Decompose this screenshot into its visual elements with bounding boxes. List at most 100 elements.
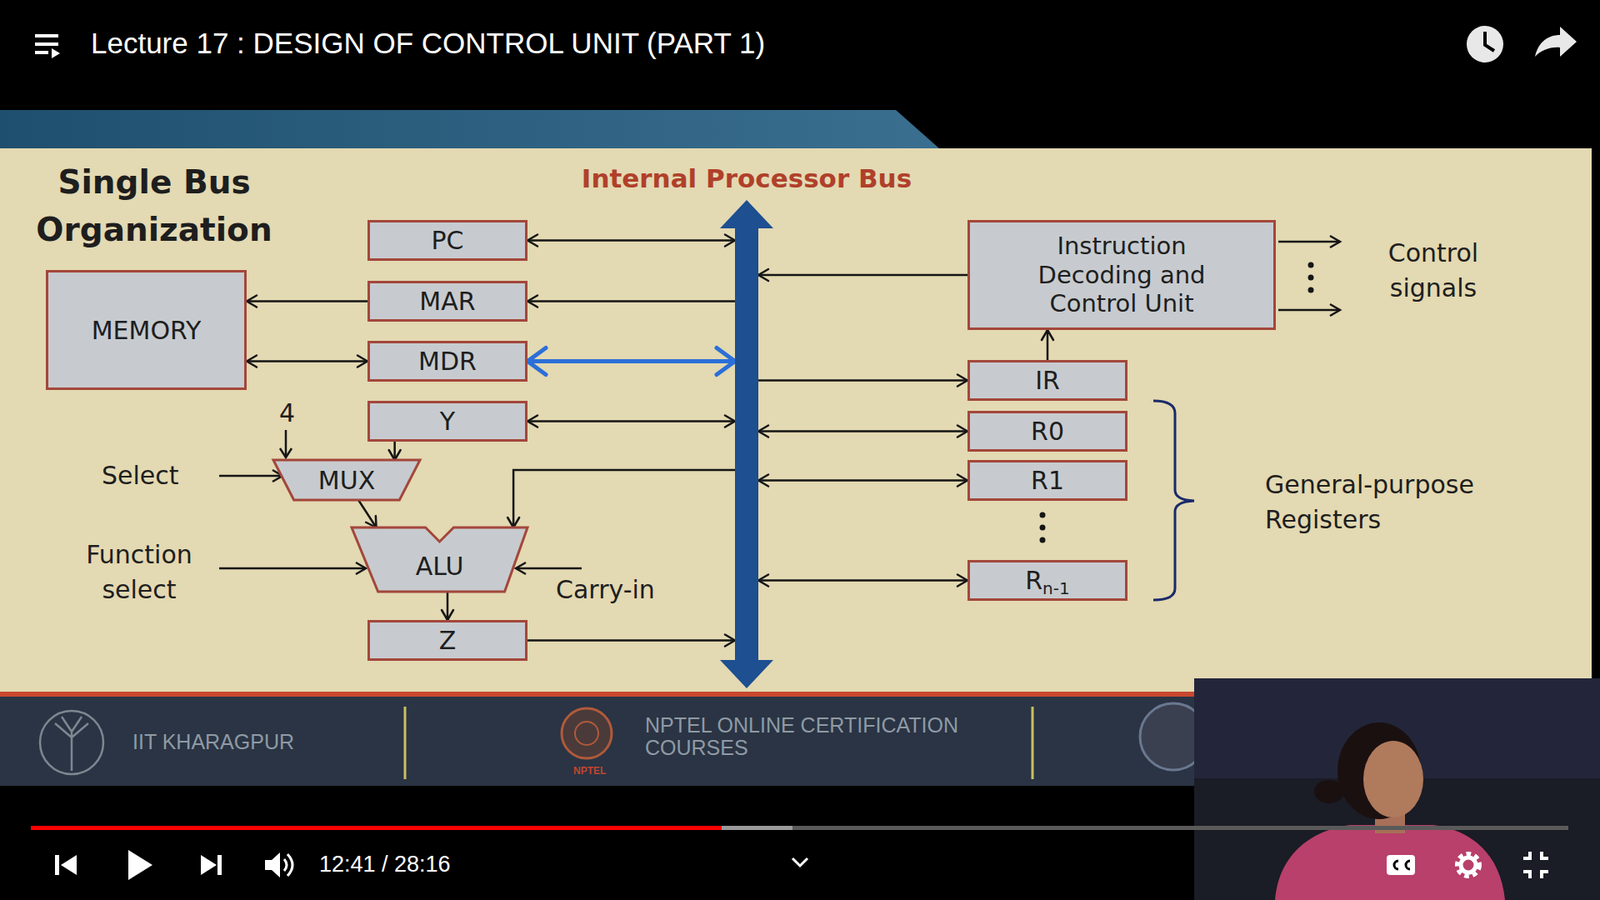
time-display: 12:41 / 28:16 (319, 851, 451, 878)
connector-line (513, 470, 735, 528)
connector (758, 425, 968, 438)
player-bar (0, 785, 1600, 900)
footer-separator (1031, 706, 1035, 780)
connector-line (1046, 330, 1050, 360)
register-subscript: n-1 (1042, 578, 1070, 599)
register-box: MDR (367, 340, 528, 382)
node-label: MDR (418, 346, 477, 376)
play-icon (128, 850, 153, 880)
connector-line (246, 360, 368, 363)
node-label: Z (439, 625, 457, 655)
signal-name: Function select (64, 537, 215, 608)
node-label: PC (430, 225, 464, 255)
input-constant: 4 (279, 398, 295, 428)
connector-line (527, 239, 735, 242)
register-box: IR (967, 360, 1128, 401)
bus-arrow (735, 200, 759, 689)
connector-line (758, 579, 968, 582)
slide-footer (0, 696, 1600, 786)
leader-arrow (285, 430, 288, 458)
nptel-logo (561, 708, 612, 759)
connector (758, 575, 968, 587)
multiplexer-shape: MUX (273, 460, 420, 500)
connector-line (758, 430, 968, 433)
logo-text: NPTEL (573, 765, 606, 777)
node-label: R0 (1030, 416, 1065, 446)
arrow-head (527, 415, 538, 428)
exit-fullscreen-icon (1523, 851, 1549, 879)
node-label: MUX (318, 465, 375, 495)
connector (527, 635, 735, 647)
highlighted-transfer-arrow (527, 348, 735, 375)
arrow-head (1330, 235, 1340, 248)
leader-arrow (219, 567, 366, 570)
footer-text: IIT KHARAGPUR (132, 730, 295, 755)
arrow-head (246, 355, 257, 368)
register-box: Y (367, 400, 528, 442)
arrow-head (758, 575, 769, 587)
connector (1041, 330, 1054, 360)
outline (351, 527, 528, 592)
register-box: MAR (367, 280, 528, 322)
node-label: R (1025, 565, 1043, 595)
arrow-head (365, 515, 376, 528)
connector-line (758, 274, 968, 277)
slide-ground (0, 148, 1592, 692)
connector (527, 235, 735, 247)
arrow-head (527, 235, 538, 247)
connector (246, 295, 368, 308)
signal-name: Select (101, 460, 180, 490)
arrow-head (725, 235, 735, 247)
connector-line (527, 359, 735, 364)
arrow-head (357, 355, 368, 368)
alu-shape: ALU (351, 527, 528, 592)
arrow-head (527, 348, 546, 375)
connector (758, 475, 968, 487)
connector-line (246, 300, 368, 303)
arrow-head (507, 517, 520, 528)
signal-name: Carry-in (555, 575, 655, 605)
connector-line (358, 500, 376, 528)
slide-heading: Single Bus Organization (0, 158, 309, 254)
connector (246, 355, 368, 368)
bus-shape (720, 200, 774, 689)
connector (758, 375, 968, 387)
playlist-icon (35, 35, 60, 59)
captions-icon (1386, 855, 1415, 875)
node-label: Instruction Decoding and Control Unit (998, 231, 1245, 319)
connector-line (527, 639, 735, 642)
register-box: PC (367, 220, 528, 261)
footer-separator (404, 706, 407, 780)
settings-icon (1458, 855, 1479, 875)
processor-bus: Internal Processor Bus (735, 200, 759, 689)
connector (507, 470, 735, 528)
node-label: MEMORY (91, 315, 202, 345)
signal-name: Control signals (1358, 235, 1509, 306)
arrow-head (280, 448, 292, 458)
group-label: General-purpose Registers (1265, 467, 1524, 538)
ellipsis-dots (1308, 262, 1315, 294)
arrow-head (758, 475, 769, 487)
connector (441, 591, 454, 620)
node-label: ALU (415, 551, 465, 581)
signal-arrow (1278, 240, 1340, 244)
signal-arrow (1278, 309, 1340, 312)
bus-heading: Internal Processor Bus (581, 163, 912, 194)
leader-arrow (219, 475, 283, 478)
previous-icon (55, 855, 77, 875)
video-title: Lecture 17 : DESIGN OF CONTROL UNIT (PAR… (90, 26, 765, 60)
slide-red-rule (0, 691, 1600, 697)
connector (758, 269, 968, 281)
arrow-head (389, 450, 401, 460)
register-box: Z (367, 620, 528, 661)
register-box: R1 (967, 460, 1128, 501)
connector-line (527, 420, 735, 423)
connector-line (393, 441, 396, 460)
webcam-inset (1194, 678, 1600, 900)
connector (389, 441, 401, 460)
arrow-head (957, 425, 968, 438)
